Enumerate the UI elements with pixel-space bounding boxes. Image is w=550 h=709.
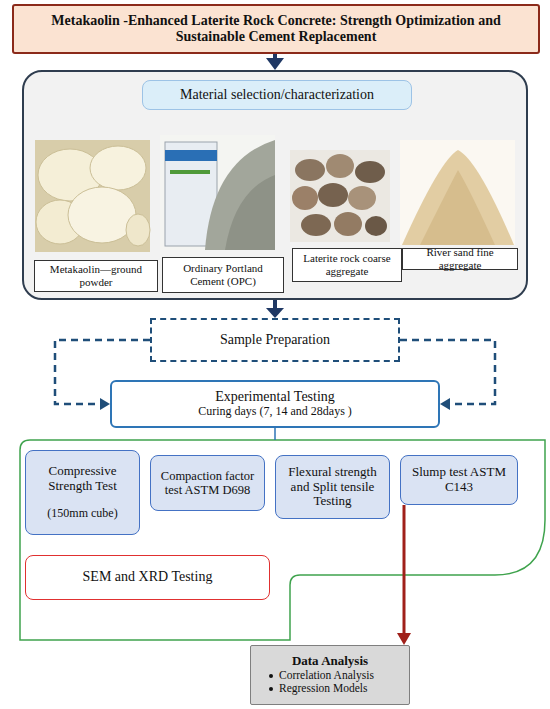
flow-arrow [400, 340, 495, 410]
stone [355, 161, 385, 183]
bullet-row: Correlation Analysis [269, 669, 401, 682]
cement-photo [160, 135, 275, 250]
process-box: Metakaolin -Enhanced Laterite Rock Concr… [12, 4, 540, 54]
box-subtext: (150mm cube) [47, 507, 117, 521]
flow-arrow [266, 54, 284, 70]
arrow-head [266, 58, 284, 70]
cement-bag [165, 142, 217, 246]
cement-powder [205, 140, 275, 250]
box-label: Compaction factor test ASTM D698 [154, 469, 261, 498]
stone [292, 186, 318, 210]
sand-pile [402, 150, 514, 245]
connector-line [55, 340, 150, 404]
photo-background [400, 140, 515, 245]
stone [295, 159, 325, 181]
arrow-head [266, 308, 284, 318]
process-box: Compressive Strength Test (150mm cube) [25, 450, 140, 535]
sand-shade [420, 170, 495, 245]
laterite-photo [290, 150, 390, 242]
process-box: Sample Preparation [150, 318, 400, 362]
photo-background [290, 150, 390, 242]
bullet-row: Regression Models [269, 682, 401, 695]
section-heading: Material selection/characterization [142, 80, 412, 110]
photo-background [160, 135, 275, 250]
box-label: Sample Preparation [220, 332, 330, 348]
connector-line [273, 54, 277, 59]
process-box: Laterite rock coarse aggregate [292, 248, 402, 282]
box-label: Experimental Testing [215, 389, 335, 405]
stone [365, 216, 387, 236]
metakaolin-photo [35, 140, 150, 252]
process-box: Slump test ASTM C143 [400, 455, 518, 505]
flow-arrow [55, 340, 150, 410]
box-label: Data Analysis [259, 654, 401, 669]
stone [326, 154, 354, 178]
bullet-dot [269, 674, 273, 678]
bullet-text: Regression Models [279, 682, 367, 695]
arrow-head [440, 398, 450, 410]
bullet-dot [269, 687, 273, 691]
process-box: SEM and XRD Testing [25, 555, 270, 600]
process-box: Data AnalysisCorrelation AnalysisRegress… [250, 645, 410, 705]
connector-line [273, 300, 277, 309]
box-label: Metakaolin—ground powder [37, 263, 155, 288]
powder-lump [38, 149, 102, 201]
bag-band [165, 150, 217, 161]
process-box: Metakaolin—ground powder [34, 260, 158, 292]
process-box: Ordinary Portland Cement (OPC) [162, 257, 284, 293]
box-label: SEM and XRD Testing [83, 569, 213, 585]
process-box: Flexural strength and Split tensile Test… [275, 455, 390, 519]
process-box: River sand fine aggregate [402, 248, 518, 270]
powder-lump [126, 214, 150, 246]
stone [334, 212, 362, 236]
connector-line [403, 505, 406, 634]
joining-line [274, 428, 276, 440]
box-label: Metakaolin -Enhanced Laterite Rock Concr… [24, 13, 528, 45]
box-label: Laterite rock coarse aggregate [295, 252, 399, 277]
bullet-text: Correlation Analysis [279, 669, 374, 682]
powder-lump [36, 200, 84, 244]
powder-lump [90, 146, 146, 190]
flow-arrow [397, 505, 411, 645]
stone [301, 214, 331, 236]
stone [348, 186, 376, 210]
process-box: Compaction factor test ASTM D698 [150, 455, 265, 511]
powder-lump [68, 187, 136, 243]
photo-background [35, 140, 150, 252]
process-box: Experimental TestingCuring days (7, 14 a… [110, 380, 440, 428]
box-label: Compressive Strength Test [30, 464, 135, 494]
stone [318, 183, 348, 207]
bag-stripe [170, 170, 210, 174]
group-outline [20, 440, 545, 640]
box-subtext: Curing days (7, 14 and 28days ) [198, 405, 352, 419]
cement-powder [225, 175, 275, 250]
arrow-head [100, 398, 110, 410]
flow-arrow [266, 300, 284, 318]
sand-photo [400, 140, 515, 245]
box-label: Slump test ASTM C143 [404, 465, 514, 495]
arrow-head [397, 633, 411, 645]
connector-line [400, 340, 495, 404]
box-label: River sand fine aggregate [405, 246, 515, 271]
group-box: Material selection/characterizationMetak… [22, 70, 528, 300]
box-label: Ordinary Portland Cement (OPC) [165, 262, 281, 287]
box-label: Flexural strength and Split tensile Test… [279, 465, 386, 510]
